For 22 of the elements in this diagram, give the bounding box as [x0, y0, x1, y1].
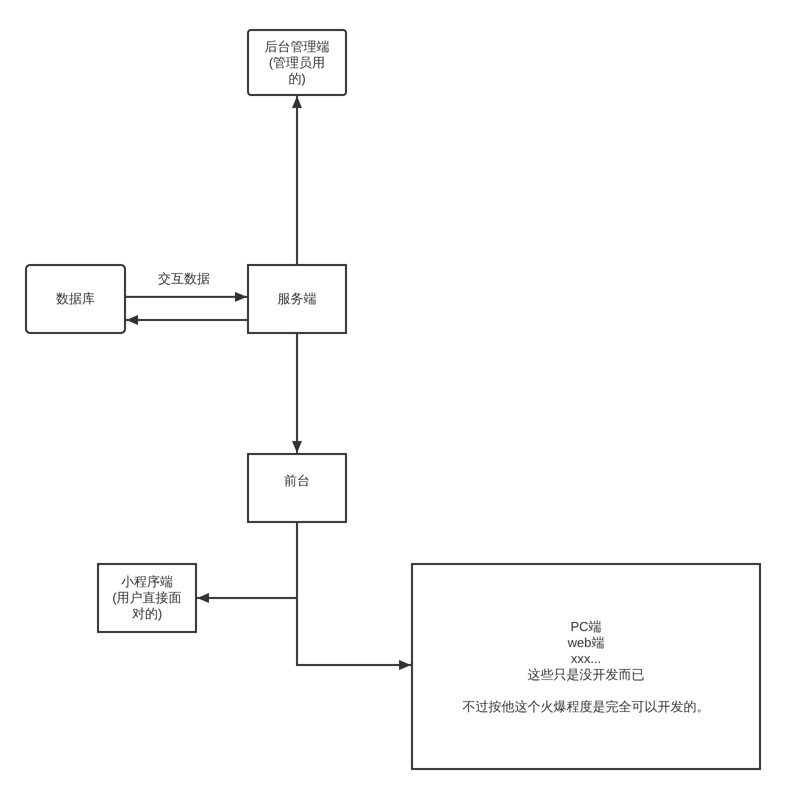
arrow	[126, 315, 247, 325]
node-label: 小程序端 (用户直接面对的)	[111, 574, 183, 622]
process-box	[247, 453, 347, 523]
process-box	[97, 563, 197, 633]
rounded-box	[247, 29, 347, 96]
edge-label: 交互数据	[156, 271, 212, 287]
rounded-box	[25, 264, 126, 334]
arrow	[296, 523, 411, 670]
arrow	[126, 292, 247, 302]
arrow	[292, 334, 302, 453]
node-label: web端	[568, 634, 604, 650]
node-label: 数据库	[56, 291, 95, 307]
node-label: PC端	[570, 618, 602, 634]
node-label: 前台	[284, 473, 310, 489]
process-box	[247, 264, 347, 334]
node-label: xxx...	[570, 650, 602, 666]
node-label: 后台管理端 (管理员用的)	[264, 38, 330, 86]
note-box	[411, 563, 761, 770]
node-label: 不过按他这个火爆程度是完全可以开发的。	[462, 698, 710, 714]
node-label: 这些只是没开发而已	[528, 666, 644, 682]
arrow	[292, 96, 302, 264]
node-label: 服务端	[278, 291, 316, 307]
